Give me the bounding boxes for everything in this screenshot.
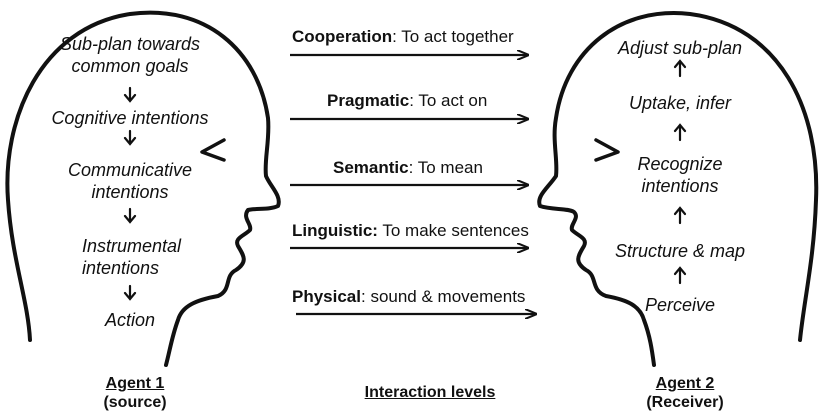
agent2-caption: Agent 2 (Receiver) (625, 374, 745, 412)
agent1-caption: Agent 1 (source) (75, 374, 195, 412)
interaction-levels-heading: Interaction levels (330, 383, 530, 402)
level-name: Physical (292, 287, 361, 306)
step-text: Recognize (637, 154, 723, 174)
step-text: common goals (71, 56, 189, 76)
agent1-step-cognitive: Cognitive intentions (30, 107, 230, 129)
up-arrow-icon (673, 206, 687, 225)
level-label-linguistic: Linguistic: To make sentences (292, 221, 529, 241)
step-text: Uptake, infer (628, 93, 732, 113)
agent1-step-communicative: Communicative intentions (40, 159, 220, 203)
agent1-role: (source) (103, 394, 167, 411)
level-name: Linguistic: (292, 221, 378, 240)
up-arrow-icon (673, 266, 687, 285)
up-arrow-icon (673, 123, 687, 142)
step-text: Perceive (644, 295, 716, 315)
step-text: Cognitive intentions (51, 108, 209, 128)
level-label-semantic: Semantic: To mean (333, 158, 483, 178)
level-label-physical: Physical: sound & movements (292, 287, 525, 307)
level-arrows (290, 55, 536, 314)
agent2-step-recognize: Recognize intentions (585, 153, 775, 197)
agent2-head-outline (537, 11, 819, 367)
agent1-step-instrumental: Instrumental intentions (40, 235, 220, 279)
agent1-flow-arrows (123, 86, 137, 301)
agent2-step-adjust: Adjust sub-plan (585, 37, 775, 59)
agent2-role: (Receiver) (646, 394, 724, 411)
agent1-step-action: Action (40, 309, 220, 331)
down-arrow-icon (123, 129, 137, 146)
step-text: Sub-plan towards (59, 34, 201, 54)
levels-heading: Interaction levels (364, 384, 496, 401)
up-arrow-icon (673, 59, 687, 78)
level-name: Semantic (333, 158, 409, 177)
down-arrow-icon (123, 207, 137, 224)
step-text: Structure & map (614, 241, 746, 261)
agent2-step-uptake: Uptake, infer (585, 92, 775, 114)
down-arrow-icon (123, 284, 137, 301)
agent2-step-perceive: Perceive (585, 294, 775, 316)
level-name: Cooperation (292, 27, 393, 46)
step-text: intentions (91, 182, 169, 202)
agent1-head-outline (5, 10, 281, 367)
step-text: intentions (82, 258, 160, 278)
level-label-cooperation: Cooperation: To act together (292, 27, 514, 47)
level-label-pragmatic: Pragmatic: To act on (327, 91, 487, 111)
step-text: Adjust sub-plan (617, 38, 743, 58)
level-desc: : To mean (408, 158, 483, 177)
agent2-name: Agent 2 (655, 375, 715, 392)
level-desc: : To act together (392, 27, 514, 46)
agent1-eye (200, 138, 226, 162)
down-arrow-icon (123, 86, 137, 103)
level-name: Pragmatic (327, 91, 410, 110)
step-text: Communicative (67, 160, 193, 180)
agent1-name: Agent 1 (105, 375, 165, 392)
step-text: intentions (641, 176, 719, 196)
agent2-step-structure: Structure & map (585, 240, 775, 262)
level-desc: To make sentences (377, 221, 529, 240)
agent2-flow-arrows (673, 59, 687, 285)
step-text: Action (104, 310, 156, 330)
level-desc: : sound & movements (361, 287, 526, 306)
agent2-eye (594, 138, 620, 162)
agent1-step-subplan: Sub-plan towards common goals (40, 33, 220, 77)
level-desc: : To act on (409, 91, 488, 110)
step-text: Instrumental (82, 236, 182, 256)
